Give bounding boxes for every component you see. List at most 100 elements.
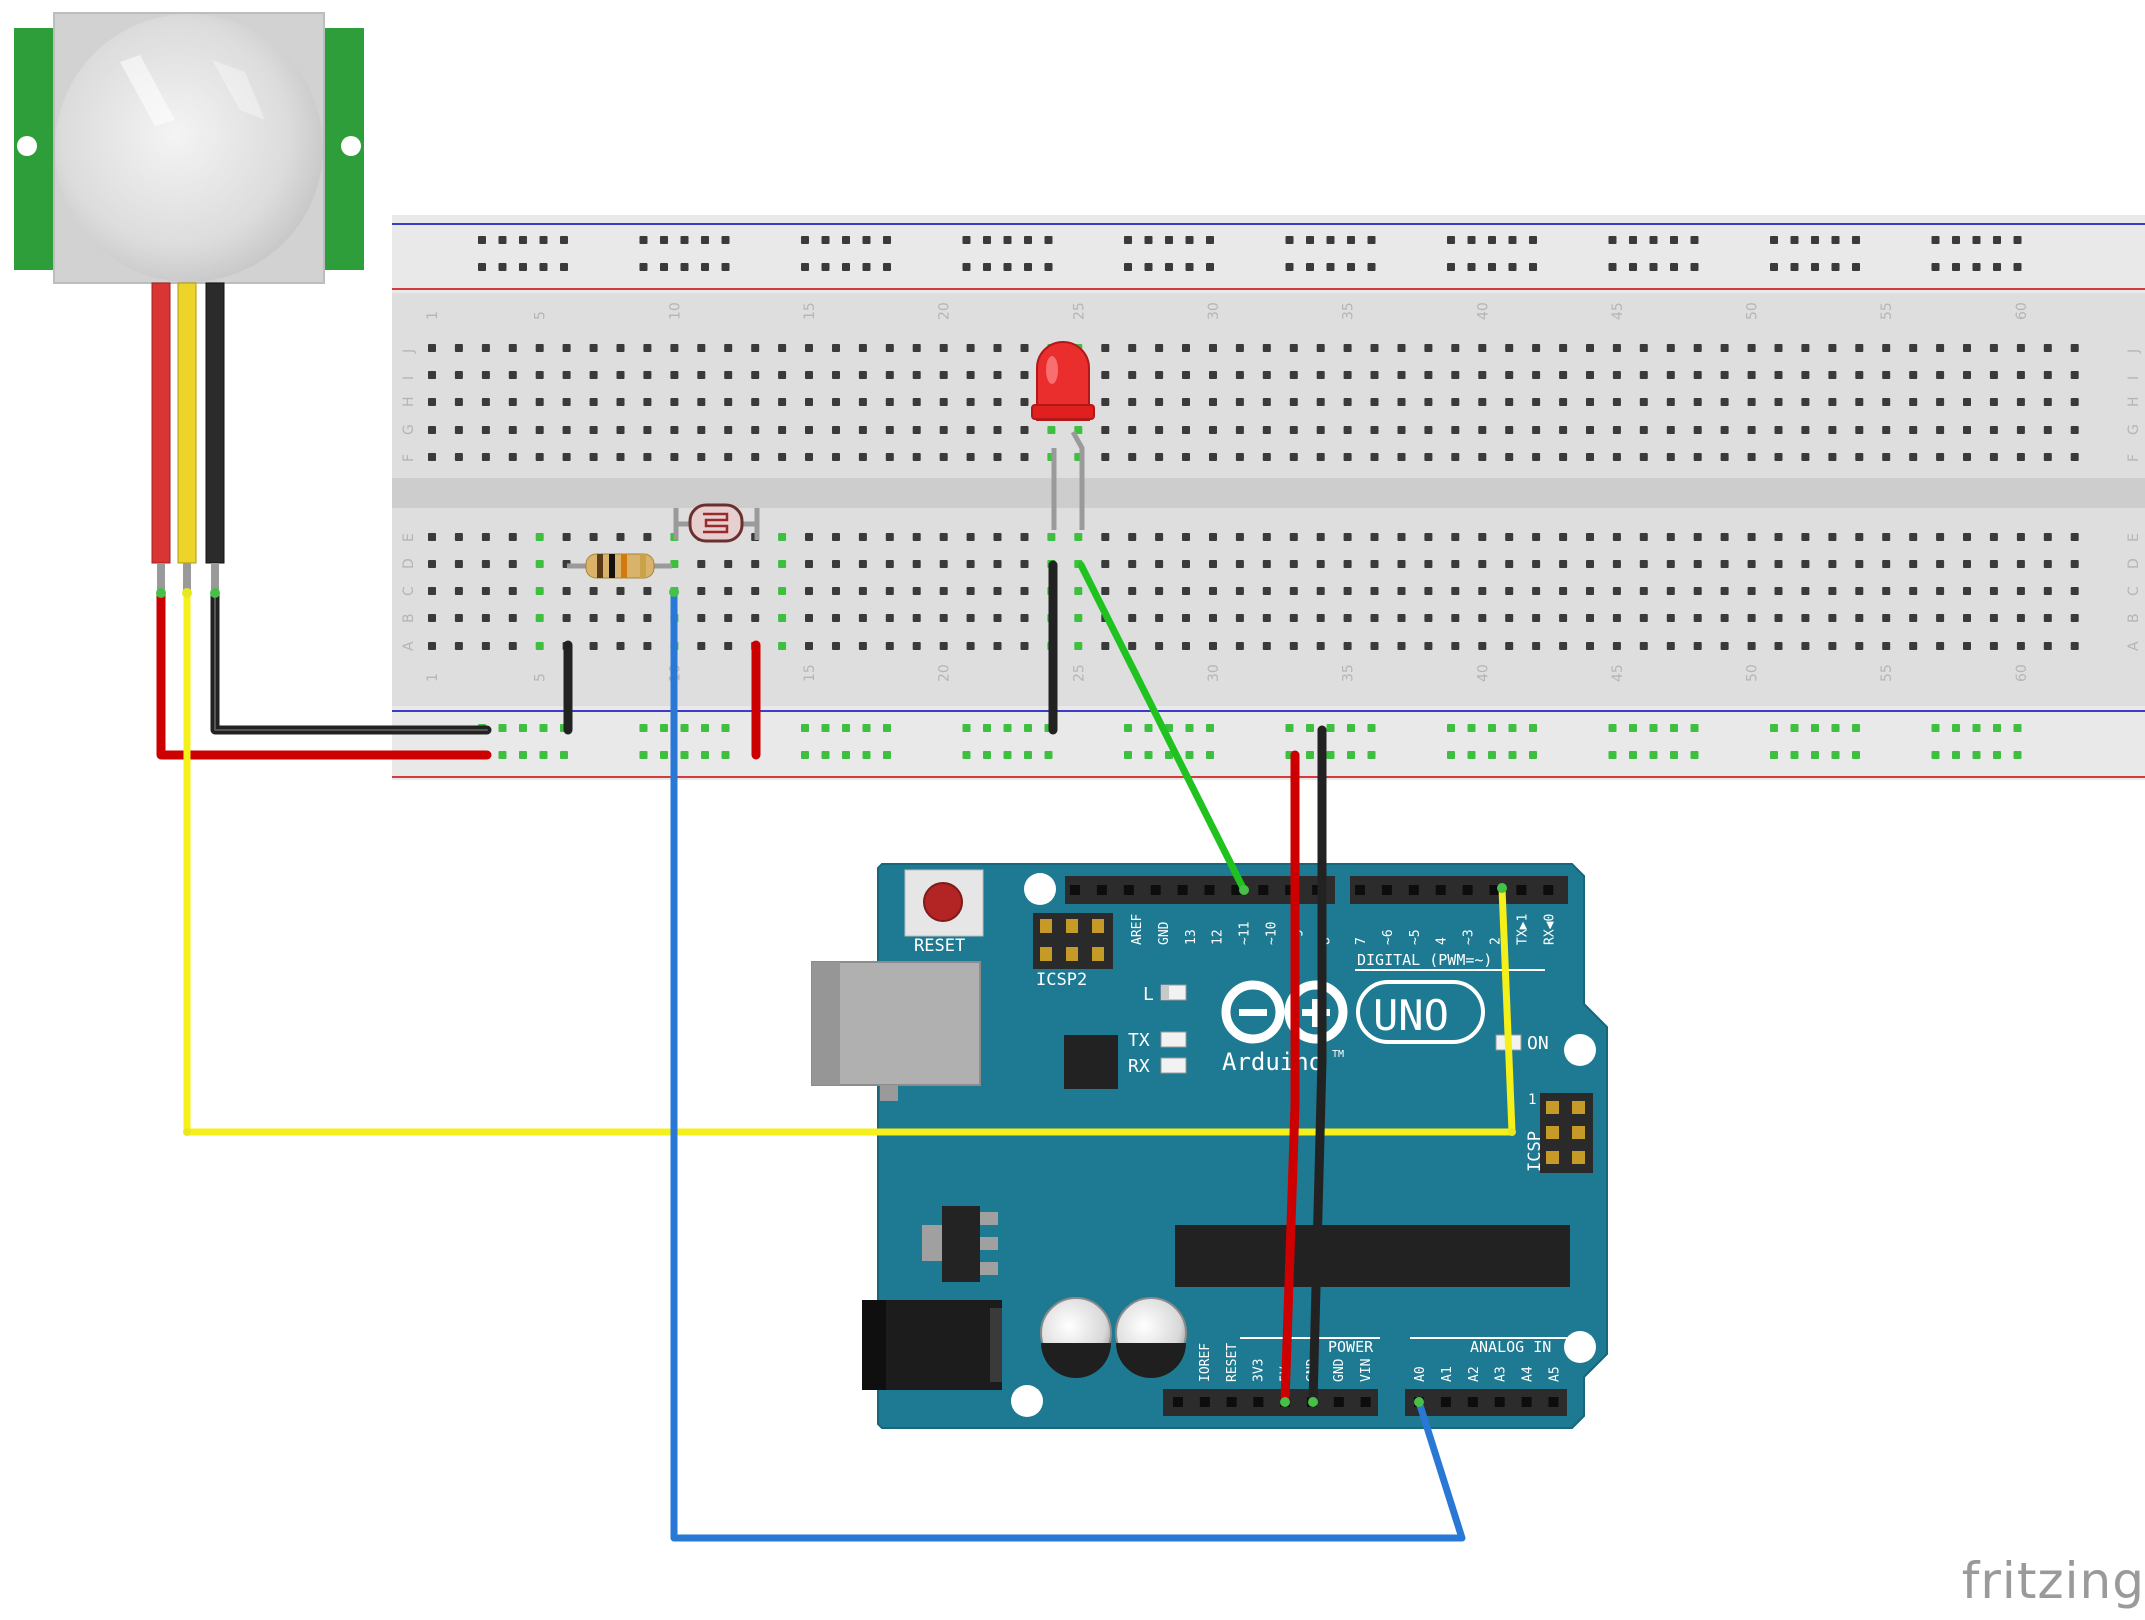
breadboard-hole [428,426,436,434]
pin-label: A3 [1494,1366,1509,1382]
breadboard-hole [724,614,733,622]
breadboard-hole [1505,533,1514,541]
breadboard-hole [939,344,948,352]
header-pin [1070,885,1080,895]
breadboard-hole [1801,614,1810,622]
power-rail-hole [962,724,971,732]
power-rail-hole [721,724,730,732]
breadboard-hole [1451,560,1460,568]
power-rail-hole [1811,751,1819,759]
breadboard-hole [2070,587,2079,595]
breadboard-hole [1182,453,1190,461]
breadboard-hole [1989,426,1998,434]
breadboard-hole [2070,642,2079,650]
header-pin [1231,885,1242,895]
power-rail-hole [519,751,527,759]
power-rail-hole [639,724,648,732]
breadboard-hole [697,560,706,568]
header-pin [1360,1397,1371,1407]
breadboard-hole [1155,426,1164,434]
digital-label: DIGITAL (PWM=~) [1357,951,1492,969]
power-rail-hole [680,263,689,271]
breadboard-hole [939,398,948,406]
mount-hole-1 [1024,873,1056,905]
breadboard-hole [1747,398,1756,406]
breadboard-hole [670,560,679,568]
header-pin [1253,1397,1264,1407]
breadboard-hole [751,560,760,568]
breadboard-hole [1612,587,1621,595]
power-rail-hole [1467,724,1476,732]
breadboard-hole [832,344,840,352]
power-rail-hole [1852,724,1860,732]
breadboard-hole [1693,344,1702,352]
breadboard-hole [1155,453,1164,461]
breadboard-hole [1909,614,1918,622]
breadboard-hole [912,642,921,650]
breadboard-hole [993,533,1002,541]
breadboard-hole [1397,398,1406,406]
breadboard-hole [1720,344,1729,352]
power-rail-hole [1952,236,1960,244]
breadboard-hole [1101,398,1110,406]
breadboard-hole [428,587,436,595]
breadboard-hole [1909,642,1918,650]
breadboard-hole [858,614,867,622]
power-rail-hole [1649,724,1658,732]
power-rail-hole [1852,263,1860,271]
power-rail-hole [1326,263,1335,271]
breadboard-hole [1532,398,1541,406]
connection-points [156,587,1516,1407]
power-rail-hole [1144,236,1153,244]
breadboard-hole [1855,533,1864,541]
breadboard-hole [2016,371,2025,379]
header-pin [1333,1397,1344,1407]
breadboard-hole [778,587,787,595]
breadboard-hole [1074,533,1083,541]
breadboard-hole [912,398,921,406]
breadboard-hole [1693,453,1702,461]
breadboard-hole [1774,453,1783,461]
breadboard-hole [1397,344,1406,352]
breadboard-hole [805,614,813,622]
breadboard-hole [1586,398,1594,406]
breadboard-hole [1209,344,1217,352]
breadboard-hole [643,533,652,541]
breadboard-hole [2043,642,2052,650]
column-number: 5 [533,673,549,682]
breadboard-hole [1451,344,1460,352]
breadboard-hole [1559,426,1568,434]
column-number: 45 [1610,302,1626,320]
breadboard-hole [1693,560,1702,568]
breadboard-hole [1936,560,1945,568]
power-rail-hole [701,236,709,244]
breadboard-hole [2043,453,2052,461]
breadboard-hole [2043,533,2052,541]
breadboard-hole [1020,398,1029,406]
breadboard-hole [1693,533,1702,541]
breadboard-hole [1747,587,1756,595]
breadboard-hole [1262,344,1271,352]
breadboard-hole [1936,614,1945,622]
breadboard-hole [1397,560,1406,568]
row-letter: G [2126,424,2142,435]
breadboard-hole [778,642,787,650]
breadboard-hole [2016,426,2025,434]
breadboard-hole [697,587,706,595]
power-rail-hole [1811,236,1819,244]
breadboard-hole [1532,453,1541,461]
pir-mount-hole-left [17,136,37,156]
breadboard-hole [1720,426,1729,434]
breadboard-hole [1612,533,1621,541]
breadboard-hole [1478,587,1487,595]
power-rail-hole [1690,236,1699,244]
breadboard-hole [1451,587,1460,595]
analog-label: ANALOG IN [1470,1338,1551,1356]
reset-button[interactable] [923,882,963,922]
breadboard-hole [1828,344,1837,352]
breadboard-hole [1612,371,1621,379]
power-rail-hole [1306,263,1314,271]
breadboard-hole [508,587,517,595]
power-rail-hole [721,751,730,759]
power-rail-hole [862,751,871,759]
